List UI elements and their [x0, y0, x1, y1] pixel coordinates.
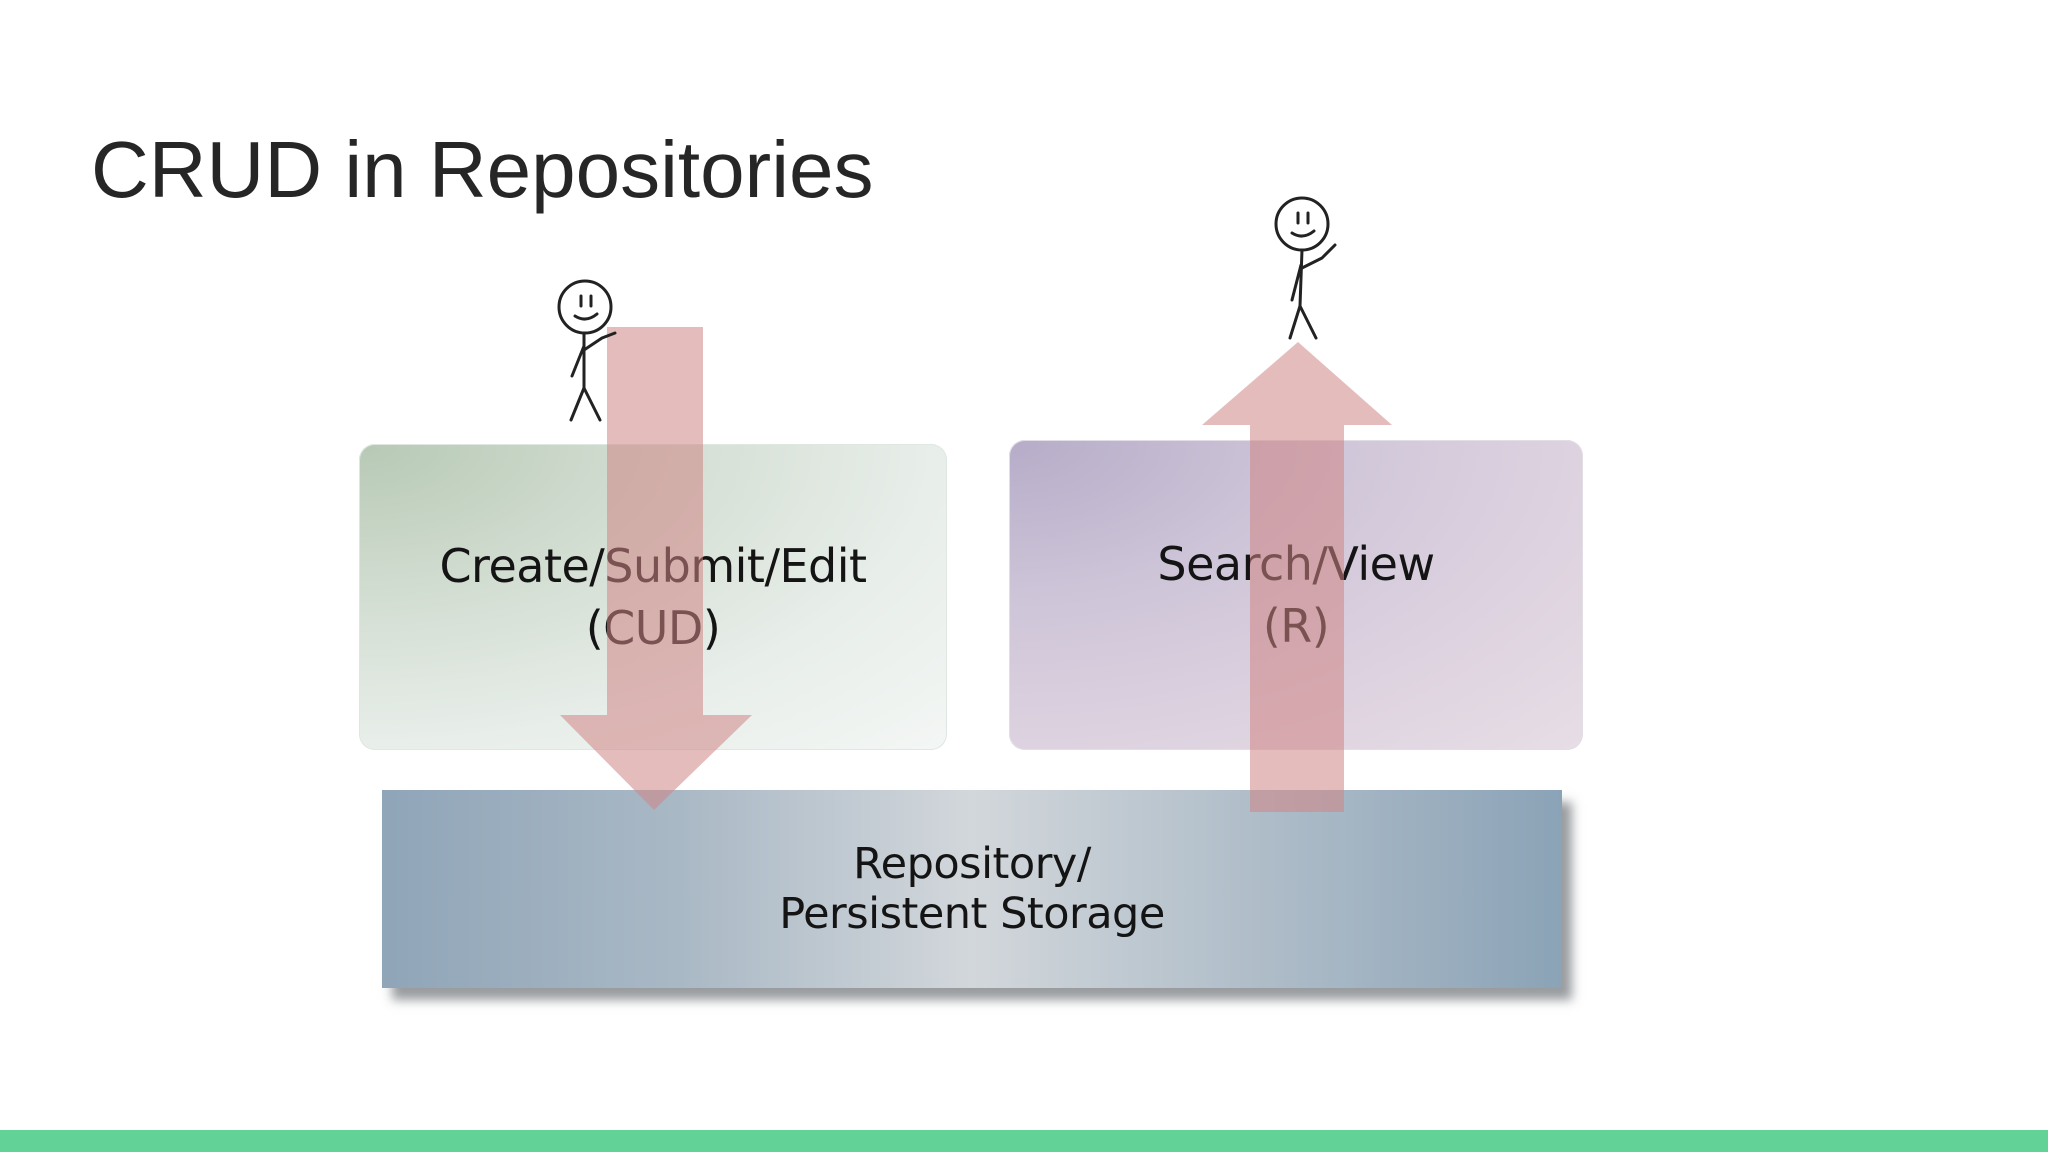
stick-figure-icon [1274, 196, 1337, 340]
accent-bar [0, 1130, 2048, 1152]
stick-figure-icon [557, 279, 617, 422]
cud-box-line1: Create/Submit/Edit [439, 539, 867, 593]
create-submit-edit-box: Create/Submit/Edit (CUD) [359, 444, 947, 750]
repository-box-line2: Persistent Storage [779, 889, 1165, 939]
repository-storage-box: Repository/ Persistent Storage [382, 790, 1562, 988]
cud-box-line2: (CUD) [585, 601, 721, 655]
read-box-line2: (R) [1262, 599, 1330, 653]
repository-box-line1: Repository/ [853, 839, 1091, 889]
read-box-line1: Search/View [1157, 537, 1435, 591]
search-view-box: Search/View (R) [1009, 440, 1583, 750]
slide-title: CRUD in Repositories [91, 125, 874, 214]
